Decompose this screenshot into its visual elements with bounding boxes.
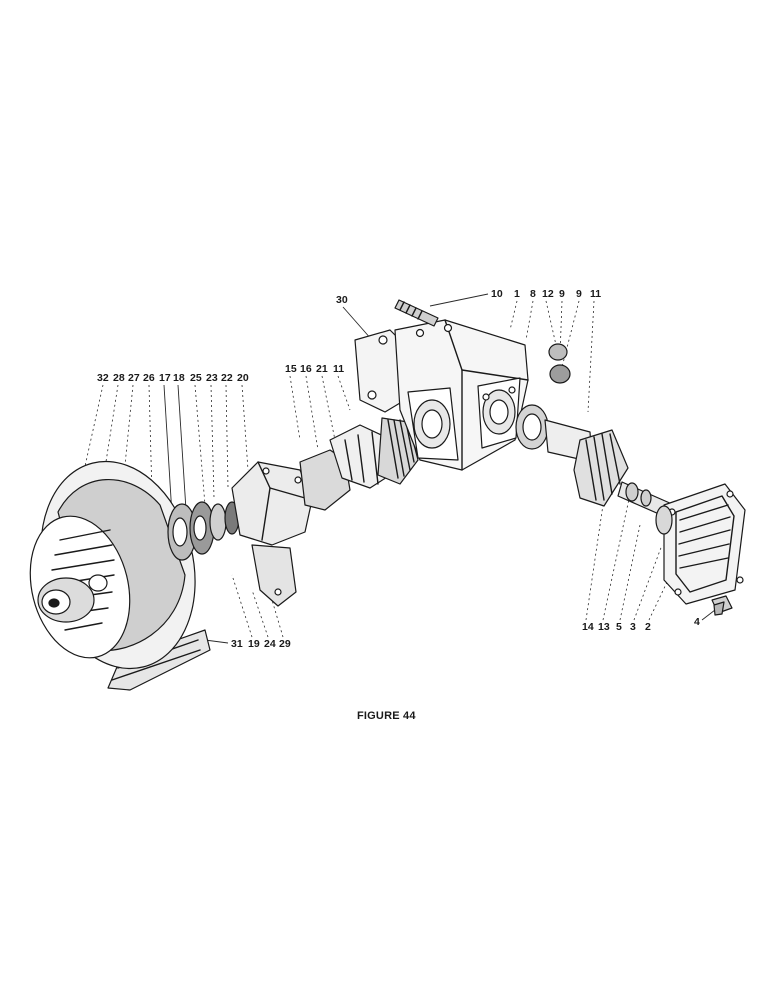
- callout-label: 11: [590, 288, 601, 300]
- pulley-housing: [29, 460, 211, 691]
- callout-label: 15: [285, 363, 297, 375]
- callouts-shaft-left: 15 16 21 11: [285, 363, 344, 375]
- callout-label: 17: [159, 372, 171, 384]
- callout-label-bracket: 30: [336, 294, 348, 306]
- callouts-top-right: 10 1 8 12 9 9 11: [491, 288, 601, 300]
- bearing-flange-housing: [231, 424, 399, 607]
- callout-label: 11: [333, 363, 344, 375]
- callout-label: 16: [300, 363, 312, 375]
- callout-label: 29: [279, 638, 291, 650]
- callout-label: 2: [645, 621, 651, 633]
- callout-label: 26: [143, 372, 155, 384]
- callout-label: 14: [582, 621, 594, 633]
- callout-label: 18: [173, 372, 185, 384]
- callout-label: 22: [221, 372, 233, 384]
- callout-label: 32: [97, 372, 109, 384]
- callout-label: 19: [248, 638, 260, 650]
- callout-label: 12: [542, 288, 554, 300]
- callouts-bottom-left: 31 19 24 29: [231, 638, 291, 650]
- callout-label: 21: [316, 363, 328, 375]
- callout-label: 1: [514, 288, 520, 300]
- callout-label: 23: [206, 372, 218, 384]
- callout-label: 10: [491, 288, 503, 300]
- gearbox-housing: [354, 319, 529, 471]
- callout-label: 9: [559, 288, 565, 300]
- callout-label-bolt: 4: [694, 616, 700, 628]
- end-cover-plate: [655, 483, 746, 605]
- callout-label: 20: [237, 372, 249, 384]
- leader-lines: [71, 293, 716, 644]
- stud: [394, 299, 439, 327]
- plugs: [548, 343, 571, 384]
- callout-label: 24: [264, 638, 276, 650]
- callout-label: 3: [630, 621, 636, 633]
- callout-label: 28: [113, 372, 125, 384]
- callouts-pulley-left: 32 28 27 26 17 18 25 23 22 20: [97, 372, 249, 384]
- callout-label: 27: [128, 372, 140, 384]
- figure-caption: FIGURE 44: [357, 710, 416, 722]
- callout-label: 13: [598, 621, 610, 633]
- callout-label: 25: [190, 372, 202, 384]
- callout-label: 8: [530, 288, 536, 300]
- right-bevel-gear: [573, 429, 629, 507]
- callouts-bottom-right: 14 13 5 3 2: [582, 621, 651, 633]
- bolt: [711, 595, 733, 616]
- callout-label: 5: [616, 621, 622, 633]
- callout-label: 9: [576, 288, 582, 300]
- callout-label: 31: [231, 638, 243, 650]
